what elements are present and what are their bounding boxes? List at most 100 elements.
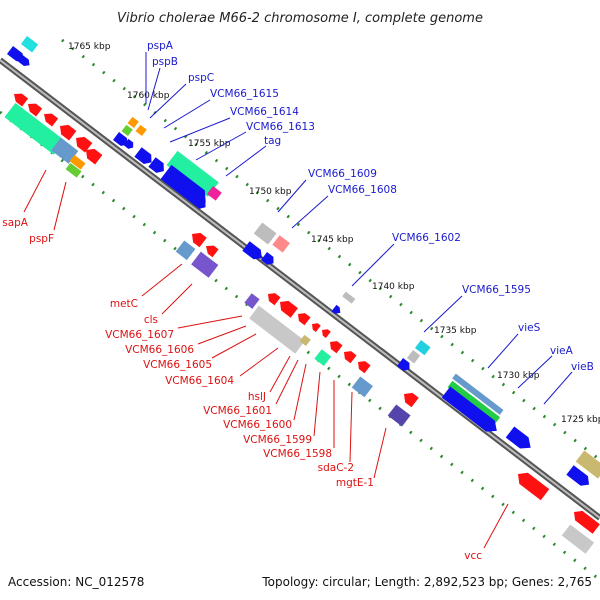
- gene-feature: [6, 46, 24, 62]
- gene-feature: [414, 340, 431, 356]
- tick-label: 1760 kbp: [127, 91, 170, 101]
- gene-feature: [123, 138, 134, 149]
- gene-label-cls: cls: [144, 314, 158, 326]
- gene-feature: [452, 373, 504, 415]
- gene-feature: [127, 116, 139, 129]
- reverse-gene-label-text: sapA pspF metC cls VCM66_1607 VCM66_1606…: [2, 217, 482, 562]
- gene-feature: [358, 361, 371, 374]
- tick-label: 1725 kbp: [561, 415, 600, 425]
- gene-label-vcm66-1615: VCM66_1615: [210, 88, 279, 100]
- gene-feature: [4, 102, 65, 155]
- gene-feature: [351, 376, 373, 398]
- gene-feature: [322, 329, 331, 339]
- tick-label: 1735 kbp: [434, 326, 477, 336]
- gene-feature: [574, 510, 600, 534]
- gene-feature: [121, 124, 133, 137]
- gene-feature: [69, 154, 86, 170]
- gene-label-vcm66-1613: VCM66_1613: [246, 121, 315, 133]
- gene-feature: [441, 386, 497, 432]
- forward-gene-label-text: pspA pspB pspC VCM66_1615 VCM66_1614 VCM…: [147, 40, 594, 373]
- gene-label-mgte-1: mgtE-1: [336, 477, 374, 489]
- gene-feature: [242, 241, 262, 260]
- accession-text: Accession: NC_012578: [8, 575, 144, 589]
- tick-label: 1730 kbp: [497, 371, 540, 381]
- gene-label-vieb: vieB: [571, 361, 594, 373]
- map-title: Vibrio cholerae M66-2 chromosome I, comp…: [117, 11, 483, 26]
- gene-label-vcm66-1608: VCM66_1608: [328, 184, 397, 196]
- gene-label-vcm66-1606: VCM66_1606: [125, 344, 194, 356]
- gene-feature: [192, 232, 207, 248]
- tick-label: 1745 kbp: [311, 235, 354, 245]
- gene-feature: [249, 305, 305, 354]
- gene-feature: [160, 164, 206, 205]
- gene-feature: [272, 235, 290, 253]
- gene-label-sapa: sapA: [2, 217, 29, 229]
- tick-label: 1755 kbp: [188, 139, 231, 149]
- gene-feature: [330, 341, 343, 354]
- gene-feature: [518, 472, 550, 501]
- gene-feature: [561, 524, 595, 554]
- gene-label-vcm66-1607: VCM66_1607: [105, 329, 174, 341]
- gene-label-vcm66-1604: VCM66_1604: [165, 375, 234, 387]
- gene-label-vcm66-1609: VCM66_1609: [308, 168, 377, 180]
- gene-label-metc: metC: [110, 298, 138, 310]
- gene-feature: [314, 349, 332, 367]
- gene-label-vcm66-1598: VCM66_1598: [263, 448, 332, 460]
- gene-feature: [206, 186, 222, 201]
- outer-ruler: [61, 38, 600, 462]
- reverse-strand-features: [4, 93, 600, 554]
- gene-feature: [244, 293, 260, 309]
- gene-label-pspc: pspC: [188, 72, 214, 84]
- gene-feature: [17, 54, 30, 67]
- topology-text: Topology: circular; Length: 2,892,523 bp…: [261, 575, 592, 589]
- gene-label-vies: vieS: [518, 322, 541, 334]
- gene-feature: [192, 196, 206, 209]
- forward-strand-features: [6, 36, 600, 486]
- gene-feature: [406, 350, 421, 364]
- gene-feature: [60, 124, 77, 141]
- gene-feature: [28, 103, 43, 117]
- forward-gene-labels: [145, 52, 573, 405]
- gene-feature: [166, 150, 219, 197]
- gene-label-vcc: vcc: [464, 550, 482, 562]
- gene-feature: [175, 240, 196, 261]
- gene-label-tag: tag: [264, 135, 281, 147]
- chromosome-backbone: [0, 57, 600, 521]
- gene-feature: [298, 313, 311, 326]
- gene-label-vcm66-1605: VCM66_1605: [143, 359, 212, 371]
- gene-feature: [76, 136, 93, 153]
- gene-feature: [86, 148, 103, 165]
- gene-label-vcm66-1602: VCM66_1602: [392, 232, 461, 244]
- gene-feature: [65, 162, 82, 178]
- gene-feature: [112, 132, 128, 147]
- gene-feature: [505, 426, 531, 449]
- tick-label: 1750 kbp: [249, 187, 292, 197]
- gene-feature: [280, 300, 298, 318]
- gene-feature: [20, 36, 39, 53]
- gene-feature: [344, 351, 357, 364]
- gene-feature: [191, 251, 219, 278]
- gene-feature: [447, 380, 501, 424]
- gene-label-vcm66-1595: VCM66_1595: [462, 284, 531, 296]
- gene-feature: [342, 291, 356, 304]
- gene-feature: [331, 304, 341, 314]
- gene-label-pspf: pspF: [29, 233, 54, 245]
- gene-label-vcm66-1614: VCM66_1614: [230, 106, 299, 118]
- tick-label: 1765 kbp: [68, 42, 111, 52]
- reverse-gene-labels: [23, 169, 509, 549]
- gene-feature: [396, 358, 410, 371]
- gene-label-pspb: pspB: [152, 56, 178, 68]
- gene-feature: [51, 137, 79, 164]
- gene-feature: [404, 392, 419, 408]
- gene-label-viea: vieA: [550, 345, 574, 357]
- gene-feature: [268, 293, 281, 306]
- gene-feature: [134, 147, 152, 165]
- gene-feature: [253, 222, 277, 245]
- gene-label-vcm66-1601: VCM66_1601: [203, 405, 272, 417]
- gene-feature: [206, 245, 219, 258]
- gene-feature: [387, 404, 411, 427]
- tick-label: 1740 kbp: [372, 282, 415, 292]
- gene-feature: [260, 252, 274, 265]
- gene-label-vcm66-1600: VCM66_1600: [223, 419, 292, 431]
